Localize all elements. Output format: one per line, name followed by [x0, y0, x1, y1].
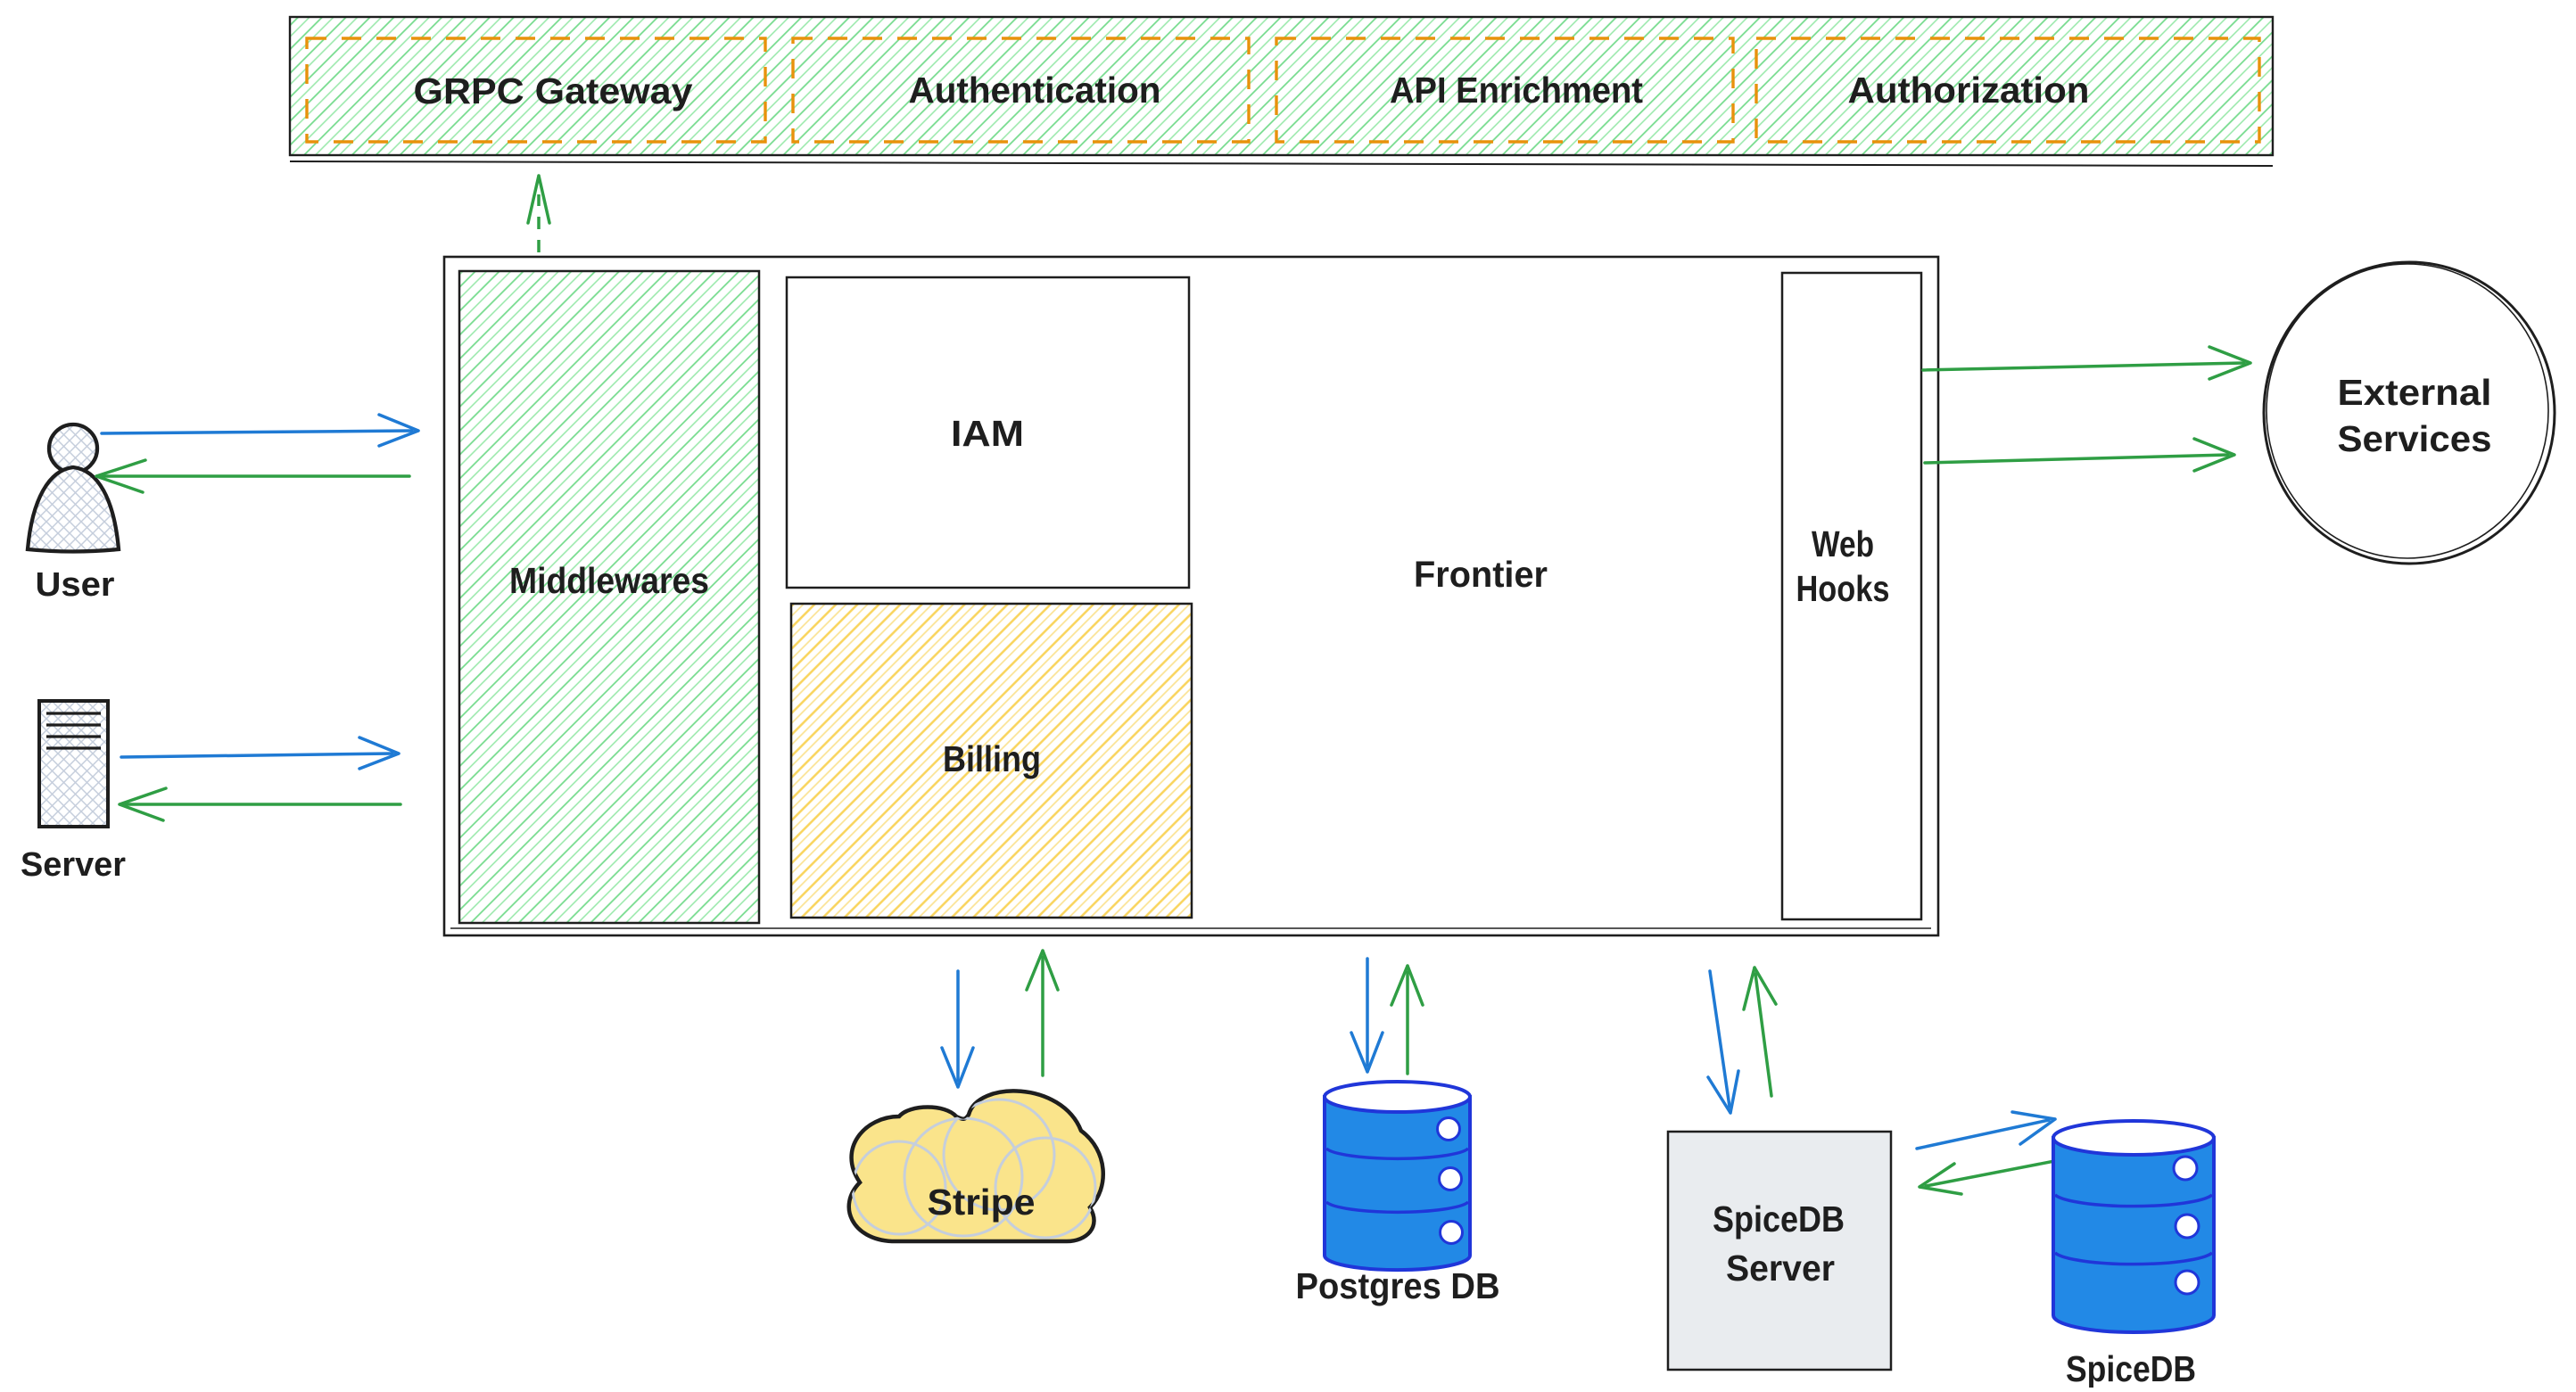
- svg-text:Server: Server: [21, 846, 126, 884]
- svg-text:External: External: [2338, 372, 2492, 413]
- svg-text:User: User: [36, 566, 115, 604]
- svg-text:Authorization: Authorization: [1848, 70, 2090, 111]
- svg-text:Frontier: Frontier: [1414, 554, 1548, 595]
- svg-text:GRPC Gateway: GRPC Gateway: [414, 70, 693, 111]
- svg-text:SpiceDB: SpiceDB: [2066, 1348, 2196, 1388]
- svg-text:Hooks: Hooks: [1796, 568, 1890, 609]
- svg-text:IAM: IAM: [951, 413, 1024, 454]
- svg-text:Web: Web: [1812, 523, 1874, 564]
- svg-text:Stripe: Stripe: [928, 1182, 1036, 1223]
- svg-text:Authentication: Authentication: [909, 70, 1161, 111]
- svg-text:Middlewares: Middlewares: [509, 560, 709, 601]
- svg-text:Billing: Billing: [943, 738, 1041, 779]
- svg-text:Postgres DB: Postgres DB: [1296, 1265, 1500, 1306]
- svg-text:Services: Services: [2338, 418, 2492, 459]
- svg-text:Server: Server: [1726, 1248, 1835, 1289]
- svg-text:SpiceDB: SpiceDB: [1713, 1198, 1845, 1240]
- svg-text:API Enrichment: API Enrichment: [1390, 70, 1643, 111]
